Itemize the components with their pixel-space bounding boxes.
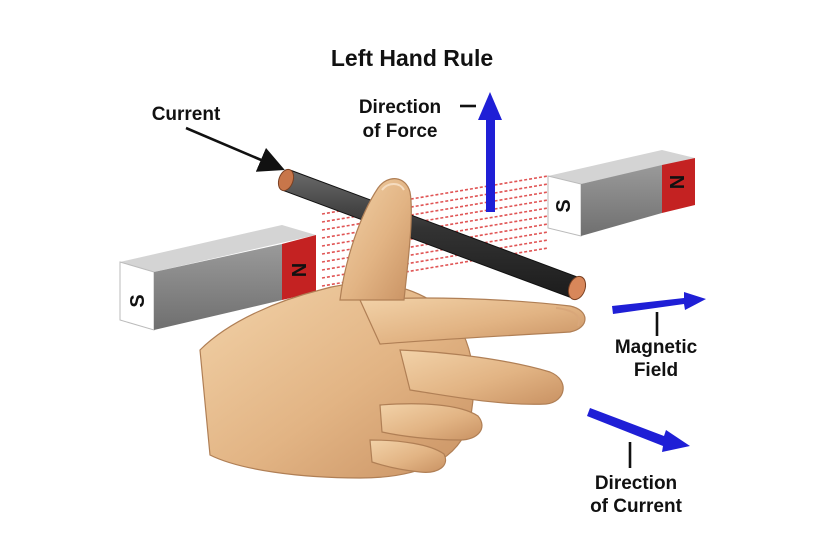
field-label-line1: Magnetic [615, 337, 698, 358]
right-magnet: S N [547, 150, 695, 237]
right-magnet-south-label: S [553, 199, 575, 212]
dir-current-label-line2: of Current [590, 496, 683, 517]
right-magnet-north-label: N [667, 175, 689, 189]
field-label-line2: Field [634, 360, 678, 381]
current-leader-line [185, 126, 285, 172]
diagram-title: Left Hand Rule [331, 45, 493, 71]
left-magnet-south-label: S [127, 294, 149, 307]
left-magnet-north-label: N [289, 263, 311, 277]
magnetic-field-arrow [612, 292, 706, 314]
left-magnet: S N [119, 225, 316, 331]
current-label: Current [152, 104, 221, 125]
force-label-line1: Direction [359, 97, 441, 118]
force-arrow [478, 92, 502, 212]
dir-current-label-line1: Direction [595, 473, 677, 494]
conductor-rod [277, 168, 587, 301]
thumb [339, 178, 412, 301]
force-label-line2: of Force [363, 121, 438, 142]
left-hand [199, 282, 586, 479]
current-direction-arrow [587, 408, 690, 452]
